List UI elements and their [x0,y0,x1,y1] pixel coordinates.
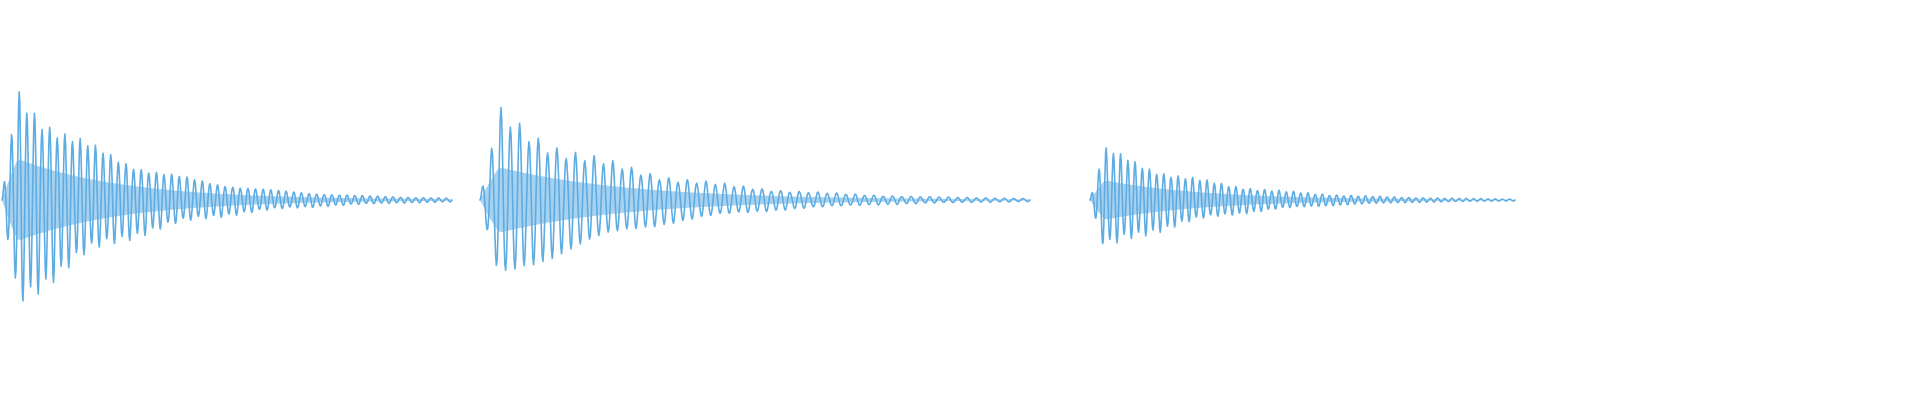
waveform-burst-3-core [1090,180,1515,220]
waveform-burst-2-core [480,168,1030,232]
waveform-burst-1-core [2,160,452,240]
waveform-bursts [1,90,1516,302]
